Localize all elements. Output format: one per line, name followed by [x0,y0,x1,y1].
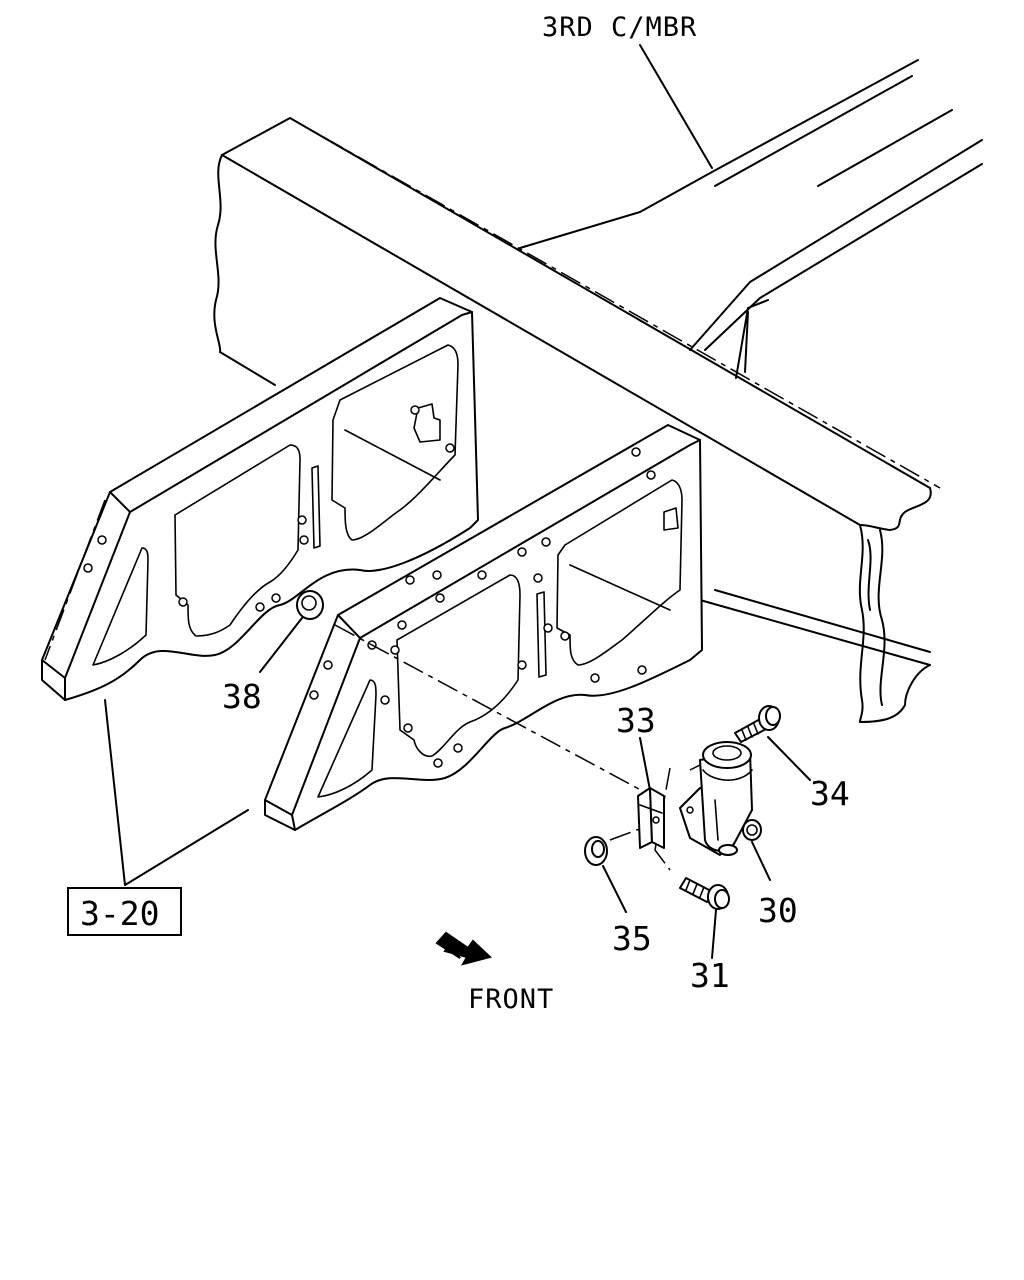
callout-31: 31 [690,956,730,995]
front-label: FRONT [468,984,554,1015]
part-30-valve [679,741,762,856]
crossmember-label: 3RD C/MBR [542,12,697,43]
part-35-nut [584,836,608,866]
rear-bracket [41,297,479,701]
part-31-bolt [679,877,730,910]
callout-30: 30 [758,891,798,930]
callout-34: 34 [810,774,850,813]
front-bracket [264,424,703,831]
third-cross-member [519,59,983,379]
callout-35: 35 [612,919,652,958]
part-33-bracket [637,787,665,849]
arrow-right-down-icon [435,931,493,966]
callout-38: 38 [222,677,262,716]
callout-33: 33 [616,701,656,740]
reference-box [67,887,182,936]
reference-box-label: 3-20 [80,894,159,933]
part-38-nut [296,590,324,620]
leader-lines [104,44,811,959]
part-34-bolt [734,705,781,743]
